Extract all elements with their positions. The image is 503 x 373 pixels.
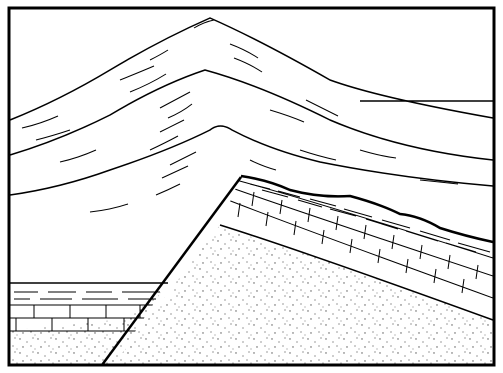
geologic-cross-section [0, 0, 503, 373]
cross-section-drawing [0, 0, 503, 373]
